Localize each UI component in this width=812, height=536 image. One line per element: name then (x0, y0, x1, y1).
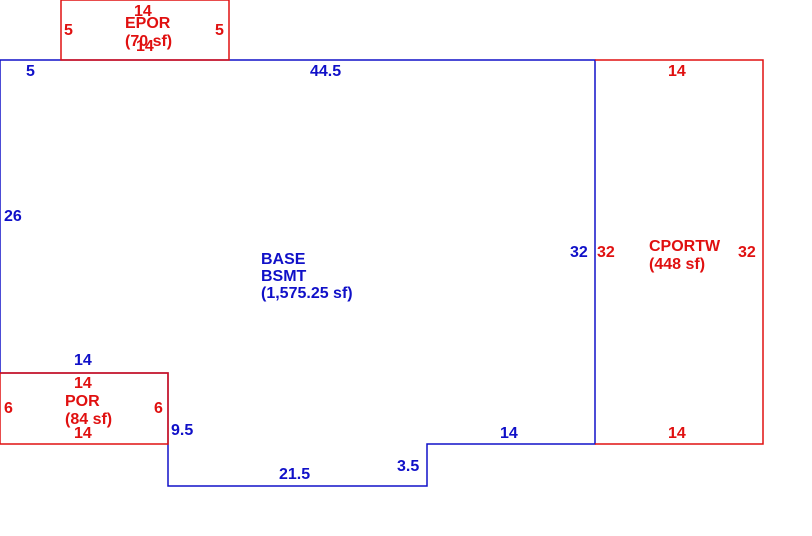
por-area: (84 sf) (65, 411, 113, 428)
base-notch-top-dim: 14 (74, 352, 92, 369)
epor-right-dim: 5 (215, 22, 224, 39)
base-area: (1,575.25 sf) (261, 285, 353, 302)
por-name: POR (65, 393, 100, 410)
base-bottom-dim: 21.5 (279, 466, 311, 483)
por-outline (0, 372, 169, 445)
base-top-left-dim: 5 (26, 63, 35, 80)
cportw-right-dim: 32 (738, 244, 756, 261)
base-step-right-dim: 9.5 (171, 422, 194, 439)
cportw-name: CPORTW (649, 238, 721, 255)
epor-left-dim: 5 (64, 22, 73, 39)
cportw-bottom-dim: 14 (668, 425, 686, 442)
base-name-line1: BASE (261, 251, 306, 268)
por-right-dim: 6 (154, 400, 163, 417)
por-left-dim: 6 (4, 400, 13, 417)
cportw-top-dim: 14 (668, 63, 686, 80)
epor-area: (70 sf) (125, 33, 173, 50)
base-top-dim: 44.5 (310, 63, 342, 80)
cportw-area: (448 sf) (649, 256, 706, 273)
cportw-outline (595, 59, 764, 445)
base-bottom-right-dim: 14 (500, 425, 518, 442)
base-step-mid-dim: 3.5 (397, 458, 420, 475)
base-name-line2: BSMT (261, 268, 307, 285)
por-top-dim: 14 (74, 375, 92, 392)
cportw-left-dim: 32 (597, 244, 615, 261)
epor-outline (60, 0, 230, 61)
base-right-dim: 32 (570, 244, 588, 261)
base-left-dim: 26 (4, 208, 22, 225)
por-bottom-dim: 14 (74, 425, 92, 442)
epor-top-dim: 14 (134, 3, 152, 20)
epor-bottom-dim: 14 (136, 38, 154, 55)
epor-name: EPOR (125, 15, 171, 32)
